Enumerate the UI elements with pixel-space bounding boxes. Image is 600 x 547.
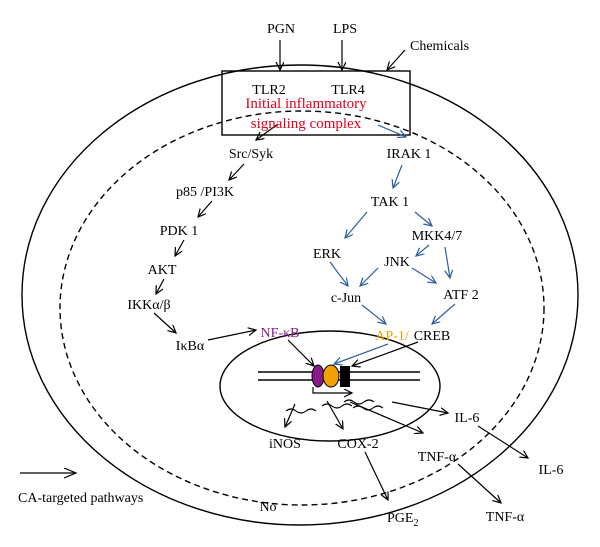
label-tlr4: TLR4 [331, 83, 364, 98]
arrow-tak1-erk [345, 211, 368, 238]
label-pge2-main: PGE [387, 511, 413, 526]
arrow-pdk1-akt [175, 239, 185, 256]
label-tak1: TAK 1 [371, 195, 409, 210]
label-erk: ERK [313, 247, 341, 262]
arrow-src-p85 [229, 163, 245, 180]
label-tnfa-inner: TNF-α [418, 450, 457, 465]
arrow-mkk47-atf2 [445, 246, 450, 278]
ap1-binding-site [322, 364, 340, 388]
arrow-nfkb-dna [287, 339, 314, 366]
label-cox2: COX-2 [337, 437, 378, 452]
label-creb: CREB [414, 329, 451, 344]
label-tlr2: TLR2 [252, 83, 285, 98]
label-inos: iNOS [269, 437, 301, 452]
label-lps: LPS [333, 22, 357, 37]
transcription-start-arrow [312, 387, 352, 393]
arrow-il6-out [477, 425, 528, 458]
mrna-squiggle [343, 399, 375, 405]
arrow-jnk-atf2 [411, 267, 436, 283]
label-p85-pi3k: p85 /PI3K [176, 185, 234, 200]
arrow-cjun-ap1 [361, 304, 386, 324]
creb-binding-site [340, 366, 350, 387]
label-ikba: IκBα [176, 339, 205, 354]
inner-cell-membrane-dashed [59, 110, 545, 506]
arrow-chemicals [387, 49, 406, 70]
label-pgn: PGN [267, 22, 295, 37]
arrow-to-inos [285, 403, 296, 427]
label-atf2: ATF 2 [443, 288, 478, 303]
label-complex-line2: signaling complex [251, 116, 362, 132]
arrow-to-cox2 [326, 400, 343, 429]
label-no: No [259, 500, 276, 515]
arrow-complex-src [256, 123, 279, 140]
nucleus [219, 330, 441, 442]
label-mkk47: MKK4/7 [412, 229, 463, 244]
arrow-ikba-nfkb [207, 330, 256, 341]
arrow-akt-ikk [156, 278, 165, 294]
arrow-to-tnfa-inner [349, 401, 423, 433]
arrow-irak1-tak1 [393, 164, 403, 188]
label-il6-inner: IL-6 [455, 411, 480, 426]
nfkb-binding-site [311, 364, 325, 388]
label-cjun: c-Jun [331, 291, 361, 306]
arrow-tak1-mkk47 [414, 211, 432, 226]
receptor-complex-box [221, 70, 411, 136]
label-ikk: IKKα/β [127, 298, 170, 313]
arrow-erk-cjun [329, 261, 348, 286]
arrow-jnk-cjun [360, 267, 379, 286]
arrow-tnfa-out [457, 463, 501, 503]
legend-label: CA-targeted pathways [18, 491, 143, 506]
label-pge2: PGE2 [387, 511, 418, 529]
arrow-creb-dna [352, 341, 419, 366]
label-nfkb: NF-κB [261, 326, 300, 341]
mrna-squiggle [321, 403, 353, 409]
label-pdk1: PDK 1 [160, 224, 199, 239]
label-irak1: IRAK 1 [387, 147, 432, 162]
outer-cell-membrane [21, 64, 579, 526]
label-pge2-subscript: 2 [413, 518, 418, 529]
arrow-mkk47-jnk [416, 244, 430, 256]
label-akt: AKT [148, 263, 177, 278]
arrow-ap1-dna [334, 343, 389, 364]
label-ap1: AP-1/ [375, 329, 409, 344]
mrna-squiggle [285, 408, 317, 414]
label-tnfa-outer: TNF-α [486, 510, 525, 525]
arrow-ikk-ikba [153, 312, 176, 333]
arrow-p85-pdk1 [198, 200, 213, 217]
arrow-complex-irak1 [377, 124, 406, 137]
arrow-atf2-creb [432, 303, 456, 324]
label-src-syk: Src/Syk [229, 147, 273, 162]
label-il6-outer: IL-6 [539, 463, 564, 478]
label-chemicals: Chemicals [410, 39, 469, 54]
label-jnk: JNK [384, 255, 410, 270]
label-complex-line1: Initial inflammatory [245, 96, 367, 112]
arrow-to-il6-inner [391, 401, 448, 413]
arrow-cox2-pge2 [364, 451, 388, 500]
